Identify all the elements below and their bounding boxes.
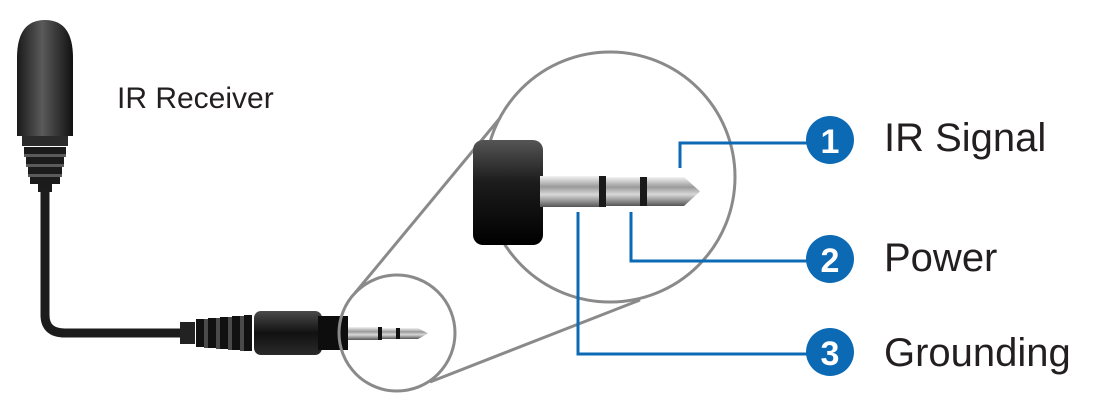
pin-label-grounding: Grounding — [884, 331, 1071, 375]
pin-badge-1: 1 — [806, 116, 854, 164]
pin-badge-2: 2 — [806, 235, 854, 283]
cable — [40, 185, 190, 338]
leader-line-ir-signal — [678, 141, 810, 168]
ir-receiver-head — [17, 20, 73, 192]
pin-badge-3: 3 — [806, 328, 854, 376]
leader-line-power — [629, 212, 810, 263]
pin-label-power: Power — [884, 236, 998, 280]
leader-line-grounding — [576, 212, 810, 356]
leader-lines — [576, 141, 810, 356]
svg-text:1: 1 — [821, 123, 840, 161]
svg-text:2: 2 — [821, 242, 840, 280]
zoom-line-lower — [429, 298, 641, 384]
small-zoom-circle — [337, 273, 457, 393]
small-audio-plug — [180, 311, 428, 355]
pin-label-ir-signal: IR Signal — [884, 116, 1047, 160]
ir-receiver-label: IR Receiver — [117, 82, 274, 115]
svg-text:3: 3 — [821, 335, 840, 373]
enlarged-audio-plug — [473, 140, 700, 245]
